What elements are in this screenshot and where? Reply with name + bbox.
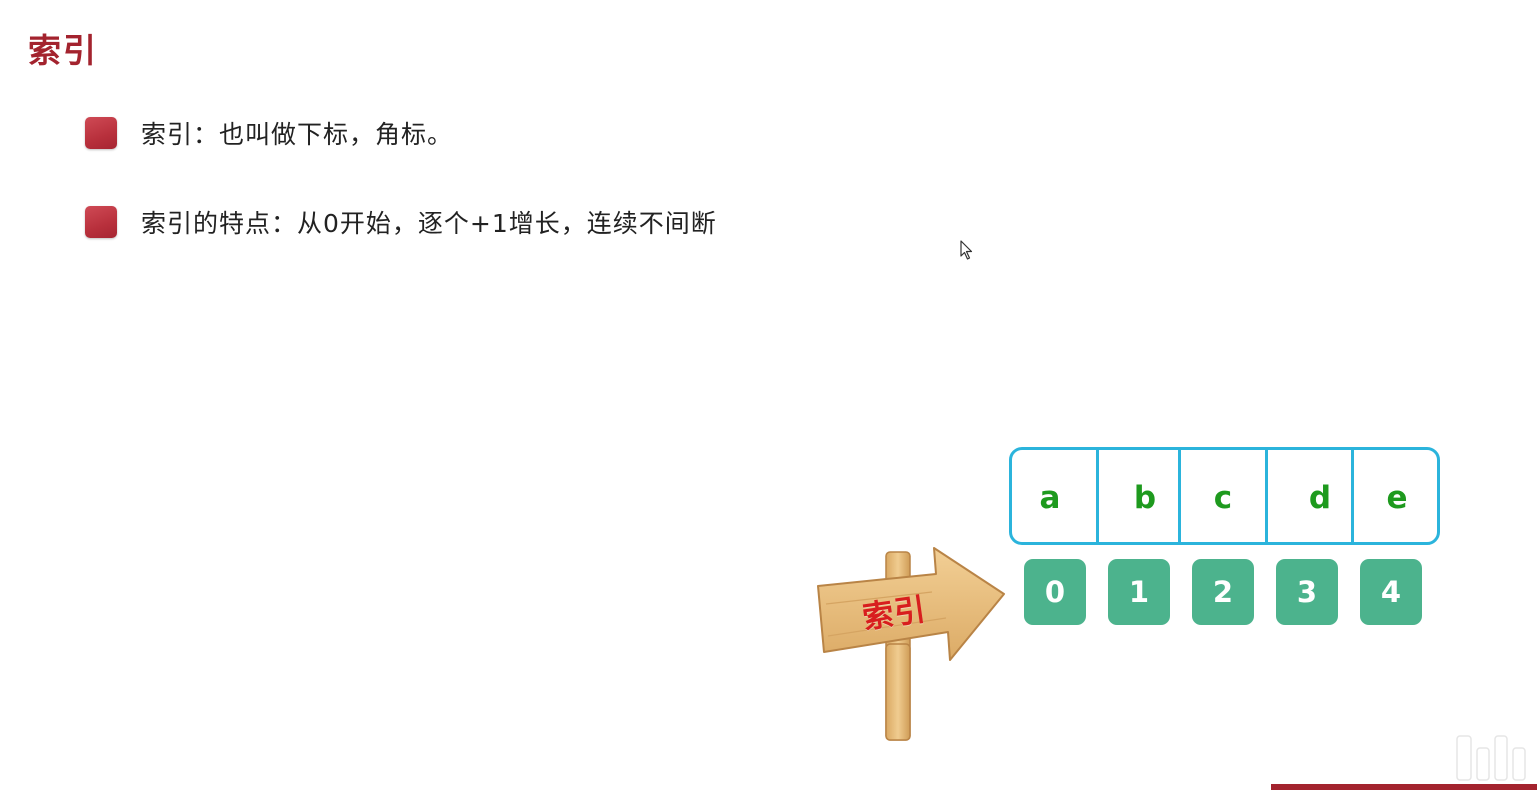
bullet-text: 索引的特点：从0开始，逐个+1增长，连续不间断 — [141, 209, 717, 238]
array-divider — [1096, 450, 1099, 542]
bullet-item-2: 索引的特点：从0开始，逐个+1增长，连续不间断 — [85, 204, 717, 240]
index-tile-0: 0 — [1024, 559, 1086, 625]
array-divider — [1351, 450, 1354, 542]
index-tile-3: 3 — [1276, 559, 1338, 625]
index-tile-2: 2 — [1192, 559, 1254, 625]
signpost-label: 索引 — [860, 591, 929, 637]
array-cell-e: e — [1386, 480, 1408, 516]
array-cell-d: d — [1308, 480, 1332, 516]
array-cell-b: b — [1133, 480, 1157, 516]
bilibili-logo-icon — [1271, 735, 1537, 790]
bullet-item-1: 索引：也叫做下标，角标。 — [85, 115, 453, 151]
index-tile-1: 1 — [1108, 559, 1170, 625]
bullet-text: 索引：也叫做下标，角标。 — [141, 120, 454, 149]
array-divider — [1178, 450, 1181, 542]
wooden-arrow-sign-icon — [817, 547, 1005, 741]
array-divider — [1265, 450, 1268, 542]
array-cell-a: a — [1039, 480, 1061, 516]
bullet-marker-icon — [85, 206, 117, 238]
mouse-pointer-icon — [960, 240, 973, 260]
array-cell-c: c — [1213, 480, 1233, 516]
bullet-marker-icon — [85, 117, 117, 149]
array-box: a b c d e — [1009, 447, 1440, 545]
slide-title: 索引 — [28, 31, 98, 70]
index-tile-4: 4 — [1360, 559, 1422, 625]
